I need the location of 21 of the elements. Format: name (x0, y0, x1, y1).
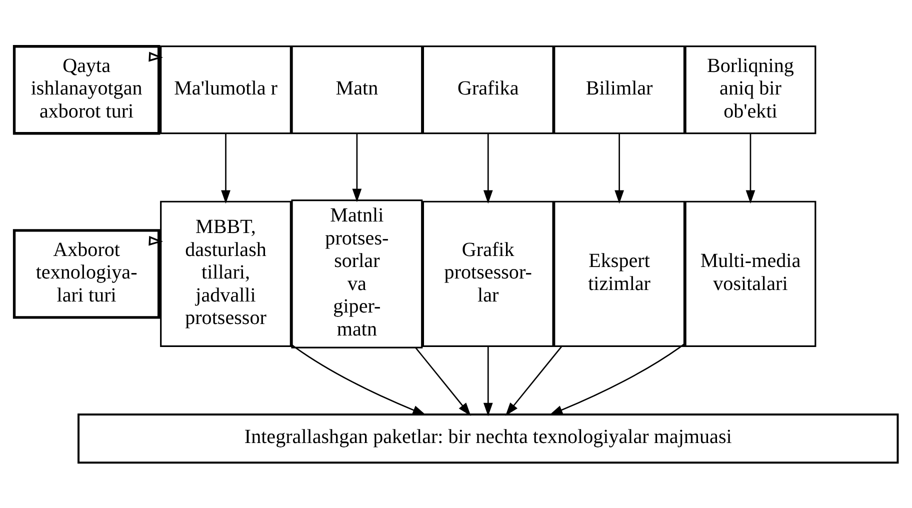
arrow (549, 342, 686, 415)
arrow (352, 133, 362, 202)
node-box: MBBT, dasturlash tillari, jadvalli protsessor (160, 200, 292, 346)
node-box: Integrallashgan paketlar: bir nechta texnologiyalar majmuasi (78, 412, 899, 464)
node-box: Matnli protses- sorlar va giper- matn (291, 198, 423, 348)
arrow (221, 133, 230, 204)
node-box: Ekspert tizimlar (554, 200, 686, 346)
arrow (483, 346, 493, 416)
arrow (505, 345, 562, 416)
node-box: Multi-media vositalari (684, 200, 816, 346)
node-box: Borliqning aniq bir ob'ekti (684, 45, 816, 134)
arrow (483, 133, 493, 204)
arrow (415, 346, 471, 416)
node-box: Grafik protsessor- lar (422, 200, 554, 346)
node-box: Bilimlar (554, 45, 686, 134)
node-box: Matn (291, 45, 423, 134)
node-box: Ma'lumotla r (160, 45, 292, 134)
node-box: Grafika (422, 45, 554, 134)
arrow (290, 343, 426, 415)
arrow (746, 133, 756, 204)
arrow (614, 133, 624, 204)
